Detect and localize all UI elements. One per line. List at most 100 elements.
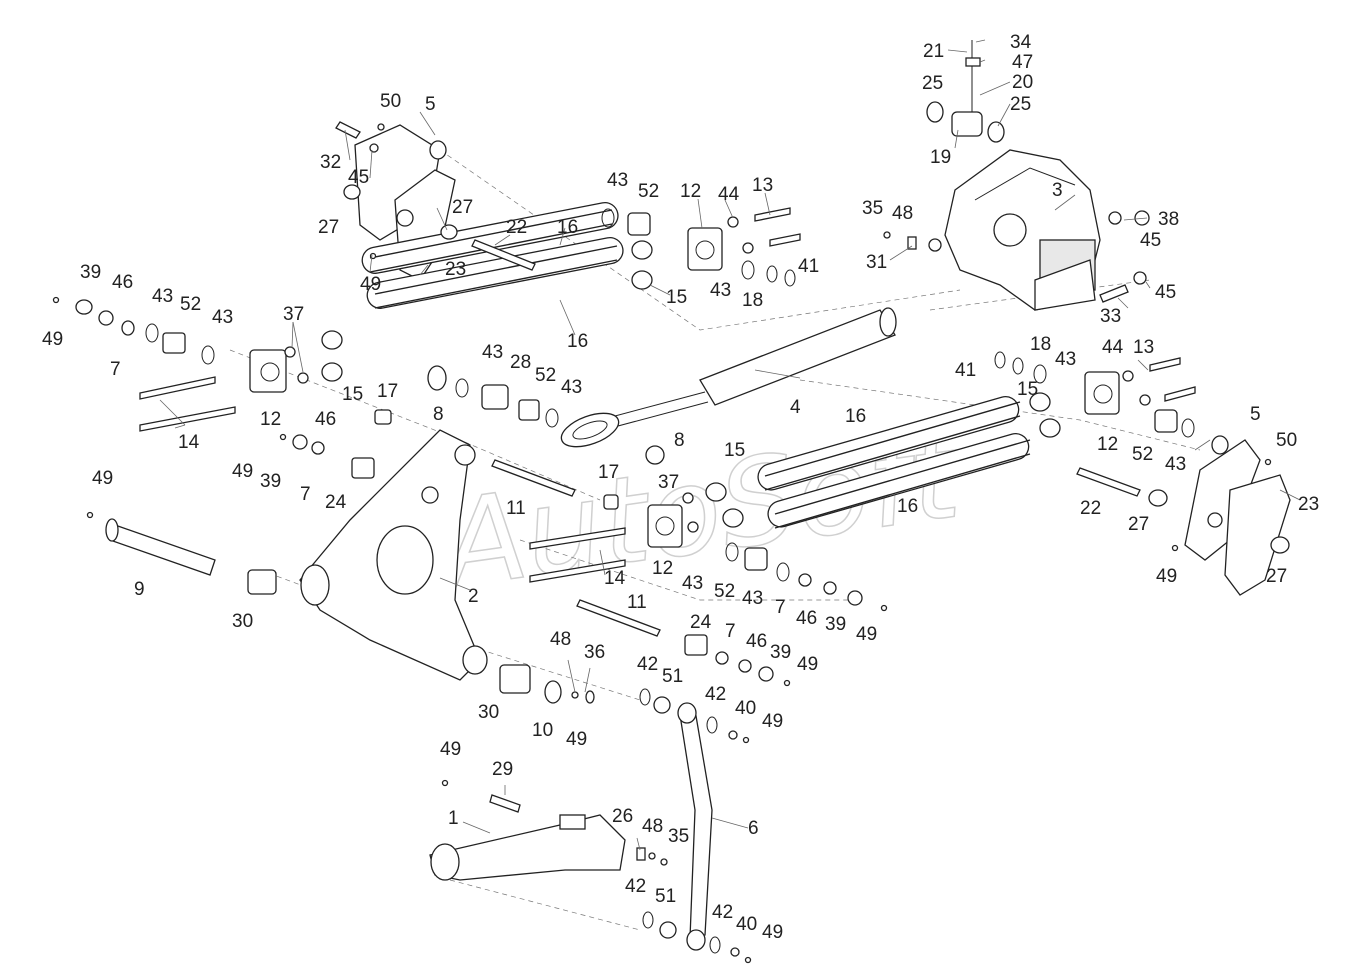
spring-part-16-lower-2 [767, 433, 1031, 529]
callout-9: 9 [134, 579, 145, 600]
callout-46: 46 [112, 272, 133, 293]
callout-31: 31 [866, 252, 887, 273]
callout-43: 43 [482, 342, 503, 363]
callout-13: 13 [1133, 337, 1154, 358]
callout-12: 12 [1097, 434, 1118, 455]
callout-43: 43 [682, 573, 703, 594]
callout-12: 12 [680, 181, 701, 202]
callout-45: 45 [1155, 282, 1176, 303]
bolts-and-pins [139, 121, 1196, 813]
callout-47: 47 [1012, 52, 1033, 73]
callout-48: 48 [642, 816, 663, 837]
callout-1: 1 [448, 808, 459, 829]
callout-12: 12 [260, 409, 281, 430]
clamp-block-part-12-c [1084, 371, 1120, 415]
callout-52: 52 [714, 581, 735, 602]
hydraulic-cylinder-part-4 [560, 307, 897, 448]
callout-43: 43 [1165, 454, 1186, 475]
callout-49: 49 [360, 274, 381, 295]
callout-48: 48 [550, 629, 571, 650]
callout-43: 43 [212, 307, 233, 328]
callout-18: 18 [742, 290, 763, 311]
bushing-part-30-upper [247, 569, 277, 595]
callout-8: 8 [433, 404, 444, 425]
spring-part-16-lower-1 [757, 396, 1021, 491]
callout-17: 17 [377, 381, 398, 402]
callout-24: 24 [325, 492, 347, 513]
callout-43: 43 [742, 588, 763, 609]
callout-6: 6 [748, 818, 759, 839]
callout-29: 29 [492, 759, 513, 780]
callout-46: 46 [746, 631, 767, 652]
callout-39: 39 [80, 262, 101, 283]
callout-51: 51 [662, 666, 683, 687]
callout-37: 37 [283, 304, 304, 325]
small-hardware [52, 123, 1290, 964]
callout-15: 15 [1017, 379, 1038, 400]
callout-27: 27 [1266, 566, 1287, 587]
callout-44: 44 [1102, 337, 1124, 358]
callout-52: 52 [1132, 444, 1153, 465]
callout-38: 38 [1158, 209, 1179, 230]
callout-20: 20 [1012, 72, 1033, 93]
callout-42: 42 [625, 876, 646, 897]
callout-30: 30 [478, 702, 499, 723]
callout-27: 27 [1128, 514, 1149, 535]
callout-49: 49 [856, 624, 877, 645]
callout-42: 42 [712, 902, 733, 923]
callout-13: 13 [752, 175, 773, 196]
callout-44: 44 [718, 184, 740, 205]
callout-18: 18 [1030, 334, 1051, 355]
callout-45: 45 [1140, 230, 1161, 251]
callout-14: 14 [604, 568, 626, 589]
callout-49: 49 [440, 739, 461, 760]
callout-43: 43 [152, 286, 173, 307]
callout-3: 3 [1052, 180, 1063, 201]
callout-39: 39 [260, 471, 281, 492]
callout-7: 7 [775, 597, 786, 618]
callout-17: 17 [598, 462, 619, 483]
callout-16: 16 [897, 496, 918, 517]
lower-arm-part-1 [429, 814, 626, 881]
callout-45: 45 [348, 167, 369, 188]
callout-22: 22 [1080, 498, 1101, 519]
callout-19: 19 [930, 147, 951, 168]
callout-43: 43 [1055, 349, 1076, 370]
callout-5: 5 [1250, 404, 1261, 425]
callout-41: 41 [955, 360, 976, 381]
callout-49: 49 [762, 922, 783, 943]
spring-part-16-upper-1 [361, 201, 619, 274]
callout-labels: 50 5 32 45 27 27 23 49 22 16 16 43 52 12… [42, 32, 1319, 943]
pin-part-9 [105, 518, 216, 576]
callout-15: 15 [666, 287, 687, 308]
link-rod-part-6 [677, 702, 713, 951]
callout-16: 16 [845, 406, 866, 427]
callout-25: 25 [922, 73, 943, 94]
callout-51: 51 [655, 886, 676, 907]
callout-16: 16 [567, 331, 588, 352]
callout-49: 49 [797, 654, 818, 675]
callout-39: 39 [770, 642, 791, 663]
clamp-block-part-12-a [249, 349, 287, 393]
clamp-block-part-12-d [647, 504, 683, 548]
frame-bracket-part-3 [928, 149, 1101, 311]
callout-37: 37 [658, 472, 679, 493]
callout-21: 21 [923, 41, 944, 62]
callout-27: 27 [452, 197, 473, 218]
callout-10: 10 [532, 720, 553, 741]
callout-39: 39 [825, 614, 846, 635]
callout-40: 40 [735, 698, 756, 719]
callout-43: 43 [710, 280, 731, 301]
callout-22: 22 [506, 217, 527, 238]
callout-52: 52 [638, 181, 659, 202]
callout-30: 30 [232, 611, 253, 632]
callout-52: 52 [535, 365, 556, 386]
callout-52: 52 [180, 294, 201, 315]
callout-7: 7 [725, 621, 736, 642]
callout-5: 5 [425, 94, 436, 115]
callout-8: 8 [674, 430, 685, 451]
callout-49: 49 [232, 461, 253, 482]
callout-14: 14 [178, 432, 200, 453]
callout-46: 46 [315, 409, 336, 430]
